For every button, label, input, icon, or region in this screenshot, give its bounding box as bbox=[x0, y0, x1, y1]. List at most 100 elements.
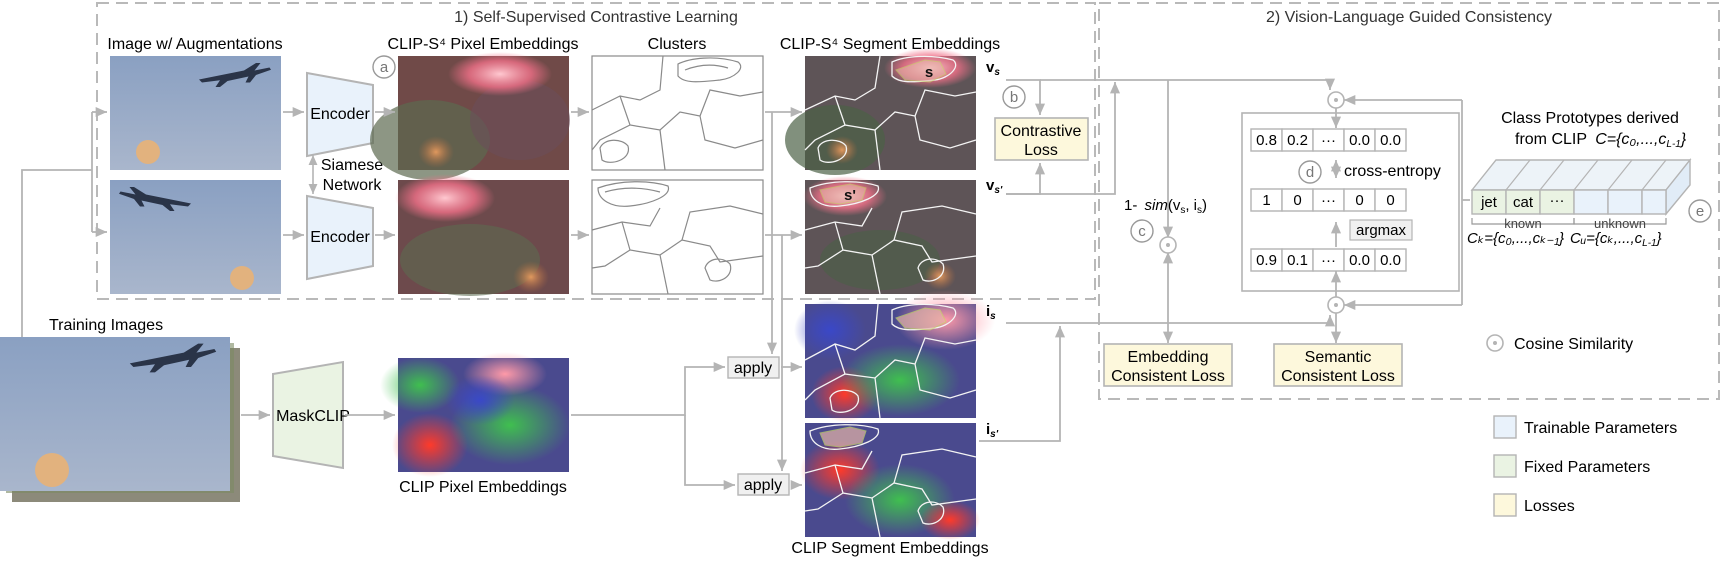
svg-text:e: e bbox=[1696, 203, 1704, 220]
svg-text:Embedding: Embedding bbox=[1128, 349, 1209, 366]
seg-s-label: s bbox=[925, 64, 933, 81]
clip-pixel-emb bbox=[380, 352, 570, 477]
svg-text:apply: apply bbox=[734, 360, 772, 377]
svg-text:is': is' bbox=[986, 421, 999, 440]
segment-emb-top: s bbox=[785, 48, 977, 175]
clip-segment-emb-title: CLIP Segment Embeddings bbox=[791, 540, 988, 557]
pixel-emb-top bbox=[370, 52, 570, 180]
maskclip-block: MaskCLIP bbox=[272, 360, 350, 470]
prototypes-title-1: Class Prototypes derived bbox=[1501, 110, 1679, 127]
cross-entropy-label: cross-entropy bbox=[1344, 163, 1441, 180]
encoder-bottom: Encoder bbox=[306, 194, 374, 281]
svg-text:vs': vs' bbox=[986, 177, 1003, 196]
clip-pixel-emb-title: CLIP Pixel Embeddings bbox=[399, 479, 567, 496]
svg-text:c: c bbox=[1138, 223, 1146, 240]
proto-jet: jet bbox=[1480, 194, 1498, 211]
section-1-title: 1) Self-Supervised Contrastive Learning bbox=[454, 9, 738, 26]
legend-cosine: Cosine Similarity bbox=[1486, 334, 1633, 353]
vector-value: 0.9 bbox=[1256, 252, 1277, 269]
svg-text:a: a bbox=[380, 59, 389, 76]
flow-arrows bbox=[21, 78, 1336, 491]
embedding-loss-box: Embedding Consistent Loss bbox=[1103, 343, 1233, 387]
siamese-label-1: Siamese bbox=[321, 157, 383, 174]
cosine-node-top bbox=[1327, 91, 1345, 109]
known-unknown-brackets bbox=[1471, 218, 1667, 225]
svg-text:from CLIP C={c₀,...,cL-1: from CLIP C={c₀,...,cL-1} bbox=[1515, 131, 1687, 150]
known-label: known bbox=[1504, 216, 1542, 231]
ck-set: Cₖ={c₀,...,cₖ₋₁} bbox=[1467, 230, 1564, 247]
proto-cat: cat bbox=[1513, 194, 1534, 211]
prototypes-title-2: from CLIP C={c₀,...,cL-1} bbox=[1515, 131, 1687, 150]
svg-text:argmax: argmax bbox=[1356, 222, 1407, 239]
label-vs: vs bbox=[986, 59, 1000, 78]
vector-value: 0 bbox=[1355, 192, 1363, 209]
aug-image-1 bbox=[110, 56, 281, 170]
contrastive-loss-box: Contrastive Loss bbox=[994, 117, 1089, 161]
vector-value: 0.1 bbox=[1287, 252, 1308, 269]
svg-text:is: is bbox=[986, 303, 996, 322]
vector-mid: 1 0 ··· 0 0 bbox=[1250, 188, 1407, 212]
image-aug-title: Image w/ Augmentations bbox=[107, 36, 282, 53]
svg-text:apply: apply bbox=[744, 477, 782, 494]
svg-text:Loss: Loss bbox=[1024, 142, 1058, 159]
vector-value: ··· bbox=[1321, 132, 1336, 149]
svg-text:Trainable Parameters: Trainable Parameters bbox=[1524, 420, 1677, 437]
svg-text:Losses: Losses bbox=[1524, 498, 1575, 515]
legend-trainable: Trainable Parameters bbox=[1493, 415, 1677, 439]
label-isp: is' bbox=[986, 421, 999, 440]
apply-box-bottom: apply bbox=[737, 473, 790, 496]
clusters-top bbox=[591, 55, 764, 171]
svg-text:vs: vs bbox=[986, 59, 1000, 78]
proto-dots: ··· bbox=[1550, 192, 1565, 209]
clip-segment-emb-top bbox=[794, 290, 995, 422]
label-vsp: vs' bbox=[986, 177, 1003, 196]
vector-value: 0.8 bbox=[1256, 132, 1277, 149]
vector-cell bbox=[1374, 128, 1407, 152]
training-images-title: Training Images bbox=[49, 317, 163, 334]
siamese-label-2: Network bbox=[323, 177, 383, 194]
svg-text:Consistent Loss: Consistent Loss bbox=[1281, 368, 1395, 385]
sim-expression: 1- sim(vs, is) bbox=[1124, 197, 1207, 216]
section-2-title: 2) Vision-Language Guided Consistency bbox=[1266, 9, 1552, 26]
marker-c bbox=[1130, 219, 1154, 243]
vector-value: ··· bbox=[1321, 192, 1336, 209]
vector-value: 0.0 bbox=[1380, 252, 1401, 269]
unknown-label: unknown bbox=[1594, 216, 1646, 231]
segment-emb-title: CLIP-S⁴ Segment Embeddings bbox=[780, 36, 1000, 53]
apply-box-top: apply bbox=[727, 356, 780, 379]
vector-bottom: 0.9 0.1 ··· 0.0 0.0 bbox=[1250, 248, 1407, 272]
semantic-loss-box: Semantic Consistent Loss bbox=[1273, 343, 1403, 387]
svg-text:Cosine Similarity: Cosine Similarity bbox=[1514, 336, 1633, 353]
clip-segment-emb-bottom bbox=[800, 423, 980, 540]
marker-d bbox=[1298, 160, 1322, 184]
legend-losses: Losses bbox=[1493, 493, 1575, 517]
vector-panel bbox=[1241, 112, 1460, 292]
label-is: is bbox=[986, 303, 996, 322]
marker-e bbox=[1688, 199, 1712, 223]
vector-cell bbox=[1374, 188, 1407, 212]
marker-a bbox=[372, 55, 396, 79]
aug-image-2 bbox=[110, 180, 281, 294]
cosine-node-bottom bbox=[1327, 296, 1345, 314]
encoder-top: Encoder bbox=[306, 71, 374, 158]
svg-text:Encoder: Encoder bbox=[310, 106, 370, 123]
vector-value: 0.2 bbox=[1287, 132, 1308, 149]
clusters-bottom bbox=[591, 179, 764, 295]
svg-text:1- sim(vs, is): 1- sim(vs, is) bbox=[1124, 197, 1207, 216]
seg-sp-label: s' bbox=[844, 187, 856, 204]
section-1-box bbox=[96, 2, 1096, 300]
pixel-emb-bottom bbox=[395, 174, 569, 296]
segment-emb-bottom-view: s' bbox=[803, 176, 977, 295]
svg-text:MaskCLIP: MaskCLIP bbox=[276, 408, 350, 425]
vector-value: 0 bbox=[1386, 192, 1394, 209]
svg-text:Cᵤ={cₖ,...,cL-1}: Cᵤ={cₖ,...,cL-1} bbox=[1570, 230, 1662, 249]
svg-text:Encoder: Encoder bbox=[310, 229, 370, 246]
training-images-stack bbox=[0, 337, 240, 502]
marker-b bbox=[1002, 85, 1026, 109]
svg-text:d: d bbox=[1306, 164, 1314, 181]
vector-value: 1 bbox=[1262, 192, 1270, 209]
vector-value: 0 bbox=[1293, 192, 1301, 209]
vector-value: ··· bbox=[1321, 252, 1336, 269]
vector-value: 0.0 bbox=[1349, 252, 1370, 269]
argmax-box: argmax bbox=[1349, 219, 1413, 241]
